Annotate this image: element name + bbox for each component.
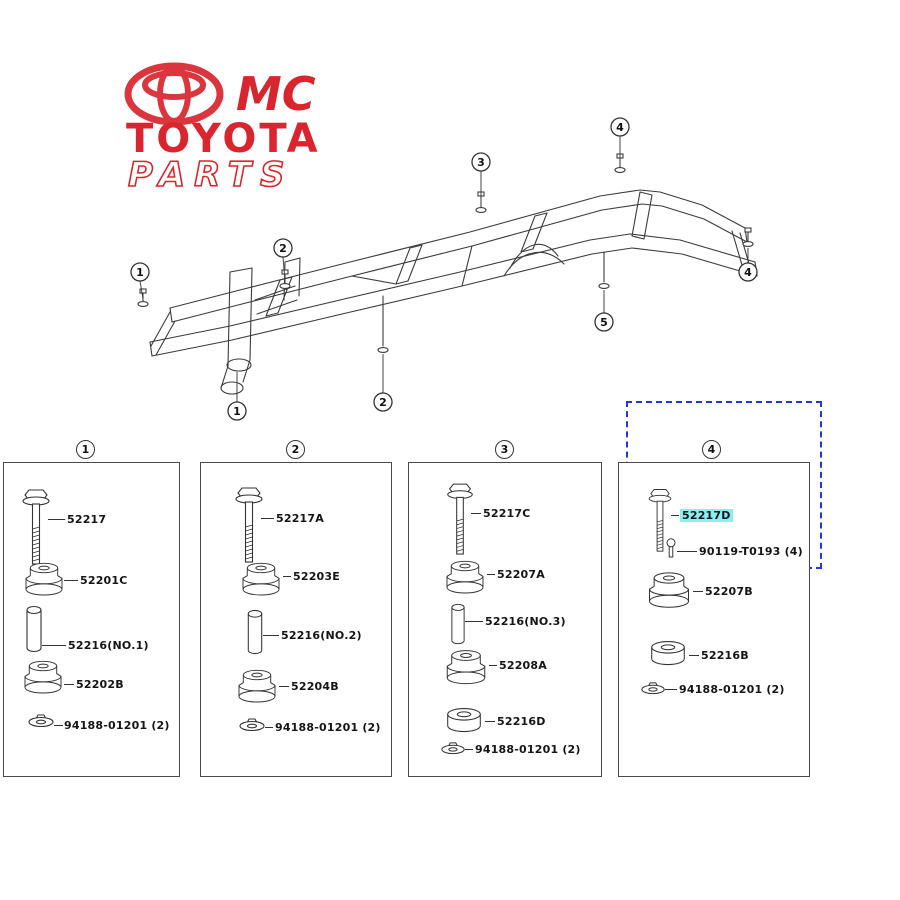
watermark-line-mc: MC — [236, 67, 316, 121]
leader-line — [261, 518, 274, 519]
svg-text:1: 1 — [136, 266, 144, 279]
svg-text:3: 3 — [477, 156, 485, 169]
part-number-spacer[interactable]: 52216(NO.3) — [485, 615, 566, 628]
callout-leader-lines — [139, 136, 749, 402]
leader-line — [48, 519, 65, 520]
cushion-icon — [441, 648, 491, 688]
spacer-icon — [449, 603, 467, 645]
leader-line — [263, 635, 279, 636]
cushion-icon — [441, 559, 489, 597]
panel-3: 52217C 52207A 52216(NO.3) 52208A 52216D … — [408, 462, 602, 777]
cushion-icon — [19, 659, 67, 697]
grommet-icon — [645, 639, 691, 669]
panel-2-number: 2 — [286, 440, 305, 459]
svg-text:4: 4 — [744, 266, 752, 279]
part-number-retainer[interactable]: 94188-01201 (2) — [275, 721, 381, 734]
part-number-retainer[interactable]: 94188-01201 (2) — [679, 683, 785, 696]
callout-2-mid: 2 — [273, 238, 293, 258]
panel-2: 52217A 52203E 52216(NO.2) 52204B 94188-0… — [200, 462, 392, 777]
part-number-retainer[interactable]: 94188-01201 (2) — [475, 743, 581, 756]
panel-4-number: 4 — [702, 440, 721, 459]
spacer-icon — [24, 605, 44, 653]
callout-5: 5 — [594, 312, 614, 332]
leader-line — [487, 574, 495, 575]
toyota-parts-watermark: MC TOYOTA PARTS — [124, 62, 321, 192]
cushion-icon — [20, 561, 68, 599]
leader-line — [693, 591, 703, 592]
watermark-line-toyota: TOYOTA — [126, 116, 321, 162]
svg-text:4: 4 — [616, 121, 624, 134]
callout-1-rear: 1 — [130, 262, 150, 282]
leader-line — [265, 727, 273, 728]
callout-2-bottom: 2 — [373, 392, 393, 412]
part-number-lower-cushion[interactable]: 52204B — [291, 680, 339, 693]
svg-text:2: 2 — [379, 396, 387, 409]
toyota-logo-icon — [124, 62, 224, 126]
leader-line — [665, 689, 677, 690]
part-number-nut[interactable]: 90119-T0193 (4) — [699, 545, 803, 558]
callout-3-top: 3 — [471, 152, 491, 172]
part-number-bolt-highlighted[interactable]: 52217D — [680, 509, 733, 522]
part-number-grommet[interactable]: 52216B — [701, 649, 749, 662]
leader-line — [279, 686, 289, 687]
part-number-upper-cushion[interactable]: 52207A — [497, 568, 545, 581]
part-number-spacer[interactable]: 52216(NO.1) — [68, 639, 149, 652]
panel-4: 52217D 90119-T0193 (4) 52207B 52216B 941… — [618, 462, 810, 777]
leader-line — [689, 655, 699, 656]
leader-line — [471, 513, 481, 514]
cushion-icon — [643, 569, 695, 613]
leader-line — [485, 721, 495, 722]
leader-line — [465, 749, 473, 750]
leader-line — [465, 621, 483, 622]
leader-line — [64, 684, 74, 685]
part-number-lower-cushion[interactable]: 52202B — [76, 678, 124, 691]
bolt-icon — [18, 487, 54, 571]
leader-line — [64, 580, 78, 581]
frame-rails — [149, 189, 758, 395]
panel-1: 52217 52201C 52216(NO.1) 52202B 94188-01… — [3, 462, 180, 777]
callout-4-top: 4 — [610, 117, 630, 137]
part-number-bolt[interactable]: 52217A — [276, 512, 324, 525]
part-number-bolt[interactable]: 52217C — [483, 507, 531, 520]
part-number-upper-cushion[interactable]: 52207B — [705, 585, 753, 598]
bolt-icon — [231, 485, 267, 569]
part-number-grommet[interactable]: 52216D — [497, 715, 546, 728]
cushion-icon — [233, 667, 281, 707]
watermark-line-parts: PARTS — [128, 155, 293, 192]
cushion-icon — [237, 561, 285, 599]
leader-line — [677, 551, 697, 552]
part-number-upper-cushion[interactable]: 52203E — [293, 570, 340, 583]
callout-4-front: 4 — [738, 262, 758, 282]
svg-text:2: 2 — [279, 242, 287, 255]
frame-mount-glyphs — [137, 153, 754, 353]
small-bolt-icon — [663, 537, 679, 561]
part-number-bolt[interactable]: 52217 — [67, 513, 107, 526]
svg-text:5: 5 — [600, 316, 608, 329]
washer-icon — [639, 681, 667, 696]
grommet-icon — [441, 706, 487, 736]
panel-1-number: 1 — [76, 440, 95, 459]
leader-line — [54, 725, 63, 726]
bolt-icon — [443, 481, 477, 561]
washer-icon — [26, 713, 56, 729]
chassis-frame-drawing: 1 2 3 4 4 5 1 2 — [130, 117, 758, 421]
part-number-upper-cushion[interactable]: 52201C — [80, 574, 128, 587]
callout-1-bottom: 1 — [227, 401, 247, 421]
panel-3-number: 3 — [495, 440, 514, 459]
spacer-icon — [245, 609, 265, 655]
svg-text:1: 1 — [233, 405, 241, 418]
leader-line — [671, 515, 679, 516]
part-number-lower-cushion[interactable]: 52208A — [499, 659, 547, 672]
part-number-spacer[interactable]: 52216(NO.2) — [281, 629, 362, 642]
part-number-retainer[interactable]: 94188-01201 (2) — [64, 719, 170, 732]
leader-line — [42, 645, 66, 646]
washer-icon — [439, 741, 467, 756]
washer-icon — [237, 717, 267, 733]
leader-line — [489, 665, 497, 666]
leader-line — [283, 576, 291, 577]
